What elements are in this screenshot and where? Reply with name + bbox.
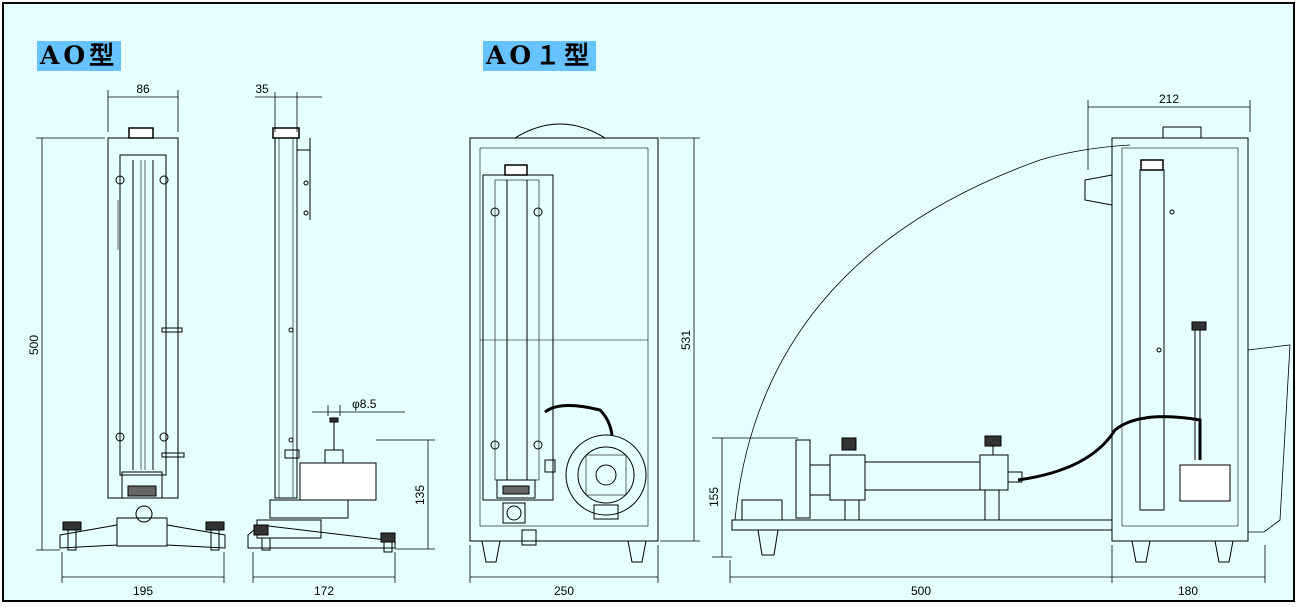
ao-front-port — [135, 505, 153, 523]
ao1-front-handle — [514, 123, 606, 139]
model-label-ao1: AO１型 — [483, 41, 597, 71]
model-label-ao: AO型 — [37, 41, 122, 71]
ao-front-foot — [62, 521, 82, 531]
ao1-side-view — [731, 126, 1291, 563]
dim-ao-width: 86 — [136, 82, 150, 96]
ao-front-manifold — [121, 471, 163, 499]
ao1-front-foot — [481, 540, 501, 563]
ao1-side-foot — [1131, 540, 1151, 563]
ao-front-screw — [159, 432, 169, 442]
ao1-side-handwheel — [795, 439, 811, 519]
ao-side-dimensions — [252, 92, 435, 583]
ao1-front-pump — [565, 434, 647, 516]
ao-front-foot — [205, 521, 225, 531]
ao-side-top-knob — [272, 127, 300, 139]
dim-ao1-side-height: 155 — [707, 487, 721, 507]
ao1-front-view — [469, 123, 659, 563]
dim-ao1-side-top: 212 — [1159, 92, 1179, 106]
dim-ao-side-depth: 35 — [255, 82, 269, 96]
ao1-side-cylinder — [864, 461, 981, 491]
ao-front-top-knob — [128, 127, 154, 139]
ao1-front-panel — [482, 174, 554, 501]
ao1-side-baseplate — [731, 519, 1113, 531]
dim-ao-height: 500 — [27, 335, 41, 355]
ao-side-base-block — [269, 499, 349, 519]
ao1-front-case — [469, 137, 659, 542]
ao-front-screw — [159, 175, 169, 185]
ao-front-column — [107, 137, 179, 499]
ao-front-dimensions — [36, 90, 225, 583]
ao1-side-foot — [757, 529, 779, 556]
ao1-side-foot — [1214, 540, 1234, 563]
dim-ao-base-width: 195 — [133, 584, 153, 598]
ao1-side-valve-body — [829, 454, 866, 501]
dim-ao-nozzle-dia: φ8.5 — [352, 397, 377, 411]
ao-side-reservoir — [299, 462, 377, 501]
ao-front-screw — [115, 175, 125, 185]
dim-ao-side-base: 172 — [314, 584, 334, 598]
dim-ao1-side-base: 180 — [1178, 584, 1198, 598]
ao-front-inner-panel — [119, 154, 167, 476]
dim-ao1-front-width: 250 — [554, 584, 574, 598]
ao1-side-handle — [1162, 126, 1202, 139]
ao1-side-reservoir — [1179, 464, 1231, 502]
ao-side-column — [274, 137, 298, 499]
ao1-side-dimensions — [712, 100, 1266, 583]
ao1-side-column — [1139, 169, 1165, 511]
ao1-side-lid-swing-arc — [734, 144, 1131, 521]
ao1-front-dimensions — [469, 137, 700, 583]
ao-front-tripod — [59, 524, 118, 549]
dim-ao1-side-reach: 500 — [911, 584, 931, 598]
ao-front-screw — [115, 432, 125, 442]
ao-side-view — [247, 127, 396, 553]
ao1-front-foot — [627, 540, 647, 563]
dim-ao1-front-height: 531 — [679, 330, 693, 350]
ao-front-view — [59, 127, 226, 551]
dim-ao-side-height: 135 — [413, 485, 427, 505]
ao1-side-hose — [1017, 415, 1202, 482]
